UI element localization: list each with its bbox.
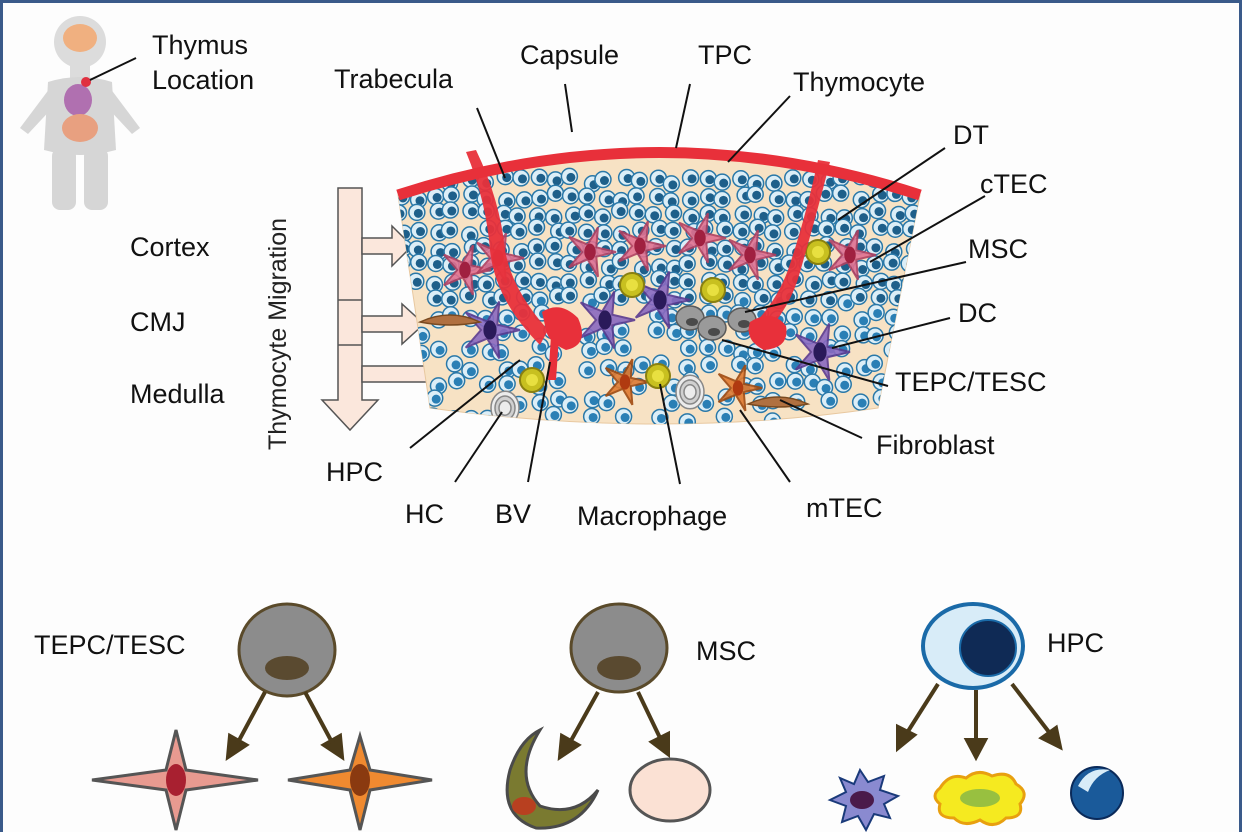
hpc-label: HPC (326, 457, 383, 487)
fibroblast-label: Fibroblast (876, 430, 995, 460)
thymus-location-pointer (89, 57, 137, 81)
cortex-label: Cortex (130, 232, 210, 262)
child-body-icon (20, 16, 140, 210)
thymus-location-label-line2: Location (152, 65, 254, 95)
capsule (396, 147, 922, 201)
thymocyte-label: Thymocyte (793, 67, 925, 97)
tepc-tesc-label: TEPC/TESC (895, 367, 1047, 397)
lineage-msc-label: MSC (696, 636, 756, 666)
mtec-label: mTEC (806, 493, 883, 523)
hpc-lineage: HPC (827, 602, 1124, 832)
msc-label: MSC (968, 234, 1028, 264)
msc-nucleus (597, 656, 641, 680)
cmj-label: CMJ (130, 307, 186, 337)
msc-lineage: MSC (505, 602, 756, 830)
tpc-label: TPC (698, 40, 752, 70)
thymus-location-label-line1: Thymus (152, 30, 248, 60)
ctec-label: cTEC (980, 169, 1048, 199)
label-pointers (409, 83, 986, 485)
tepc-tesc-lineage: TEPC/TESC (34, 602, 433, 831)
macrophage-label: Macrophage (577, 501, 727, 531)
medulla-label: Medulla (130, 379, 226, 409)
hpc-nucleus (959, 619, 1017, 677)
lineage-hpc-label: HPC (1047, 628, 1104, 658)
hc-label: HC (405, 499, 444, 529)
tepc-tesc-cell (237, 602, 337, 698)
msc-cell (569, 602, 669, 694)
adipocyte-derived-cell (628, 757, 712, 823)
tepc-tesc-nucleus (265, 656, 309, 680)
thymocyte-migration-label: Thymocyte Migration (264, 218, 292, 450)
capsule-label: Capsule (520, 40, 619, 70)
dc-label: DC (958, 298, 997, 328)
trabecula-right (748, 160, 830, 342)
lineage-tepc-tesc-label: TEPC/TESC (34, 630, 186, 660)
dt-label: DT (953, 120, 989, 150)
bv-label: BV (495, 499, 531, 529)
trabecula-left (466, 150, 548, 345)
trabecula-label: Trabecula (334, 64, 454, 94)
